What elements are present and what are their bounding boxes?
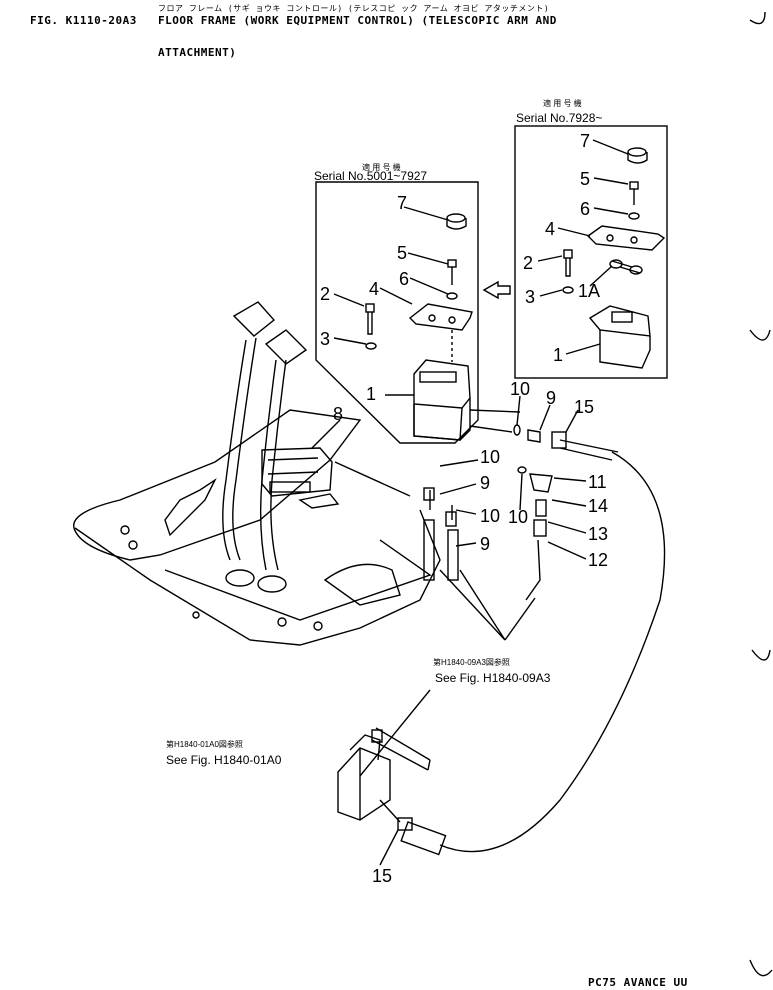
title-japanese: フロア フレーム (サギ ョウキ コントロール) (テレスコピ ック アーム オ… <box>158 4 550 13</box>
switch-part-1 <box>588 305 651 369</box>
washer-part-6 <box>628 212 640 220</box>
bolt-part-5 <box>629 181 639 205</box>
serial-box-right <box>514 125 668 379</box>
binder-mark <box>749 329 771 341</box>
cap-part-7 <box>627 147 648 164</box>
binder-mark <box>749 959 773 977</box>
leader-line <box>359 689 431 777</box>
callout: 8 <box>333 404 343 424</box>
lever-boot <box>225 569 255 587</box>
box-left-serial: Serial No.5001~7927 <box>314 169 427 183</box>
box-right-jp: 適 用 号 機 <box>543 98 582 108</box>
hose-set <box>423 409 619 601</box>
callout: 6 <box>399 269 409 289</box>
floor-arrow-mark <box>164 477 217 537</box>
bolt-part-2 <box>563 249 573 277</box>
callout: 15 <box>574 397 594 417</box>
ref1-en: See Fig. H1840-09A3 <box>435 671 551 685</box>
floor-plate-inner <box>164 539 432 621</box>
callout: 1A <box>578 281 600 301</box>
callout: 3 <box>320 329 330 349</box>
ref2-jp: 第H1840-01A0図参照 <box>166 739 243 749</box>
callout: 4 <box>369 279 379 299</box>
callout: 14 <box>588 496 608 516</box>
reference-arrow-lines <box>439 569 536 641</box>
serial-box-left <box>315 181 479 444</box>
callout: 9 <box>480 534 490 554</box>
callout: 15 <box>372 866 392 886</box>
callout: 1 <box>553 345 563 365</box>
lever-left <box>222 301 276 561</box>
callout: 10 <box>480 506 500 526</box>
title-english-line2: ATTACHMENT) <box>158 46 237 59</box>
arrow-icon <box>482 280 511 300</box>
callout: 4 <box>545 219 555 239</box>
callout: 10 <box>508 507 528 527</box>
callout: 2 <box>320 284 330 304</box>
switch-part-1 <box>413 359 471 441</box>
washer-part-6 <box>446 292 458 300</box>
callout: 10 <box>480 447 500 467</box>
hose-long <box>439 451 666 853</box>
callout: 6 <box>580 199 590 219</box>
valve-assembly <box>337 727 447 856</box>
ref1-jp: 第H1840-09A3図参照 <box>433 657 510 667</box>
figure-number: FIG. K1110-20A3 <box>30 14 137 27</box>
switch-main <box>413 404 471 441</box>
lever-boot <box>257 575 287 593</box>
callout: 9 <box>546 388 556 408</box>
binder-mark <box>751 649 771 661</box>
callout: 2 <box>523 253 533 273</box>
callout: 10 <box>510 379 530 399</box>
callout: 9 <box>480 473 490 493</box>
bracket-part-4 <box>586 225 666 251</box>
callout: 7 <box>580 131 590 151</box>
box-right-serial: Serial No.7928~ <box>516 111 602 125</box>
binder-mark <box>749 11 766 25</box>
box-left-jp: 適 用 号 機 <box>362 162 401 172</box>
callout: 11 <box>588 472 607 492</box>
floor-plate <box>73 409 362 561</box>
washer-part-3 <box>365 342 377 350</box>
callout: 5 <box>397 243 407 263</box>
callout: 13 <box>588 524 608 544</box>
callout: 7 <box>397 193 407 213</box>
footer-model: PC75 AVANCE UU <box>588 976 688 989</box>
ref2-en: See Fig. H1840-01A0 <box>166 753 282 767</box>
callout: 12 <box>588 550 608 570</box>
floor-cutout <box>323 563 401 606</box>
spacer-part-1a <box>609 259 643 275</box>
floor-plate-edge <box>74 509 441 646</box>
callout: 3 <box>525 287 535 307</box>
cap-part-7 <box>446 213 467 230</box>
title-english-line1: FLOOR FRAME (WORK EQUIPMENT CONTROL) (TE… <box>158 14 557 27</box>
bracket-part-4 <box>408 303 473 331</box>
washer-part-3 <box>562 286 574 294</box>
bolt-part-5 <box>447 259 457 285</box>
callout: 1 <box>366 384 376 404</box>
callout: 5 <box>580 169 590 189</box>
bolt-part-2 <box>365 303 375 335</box>
console-part-8 <box>261 447 340 509</box>
